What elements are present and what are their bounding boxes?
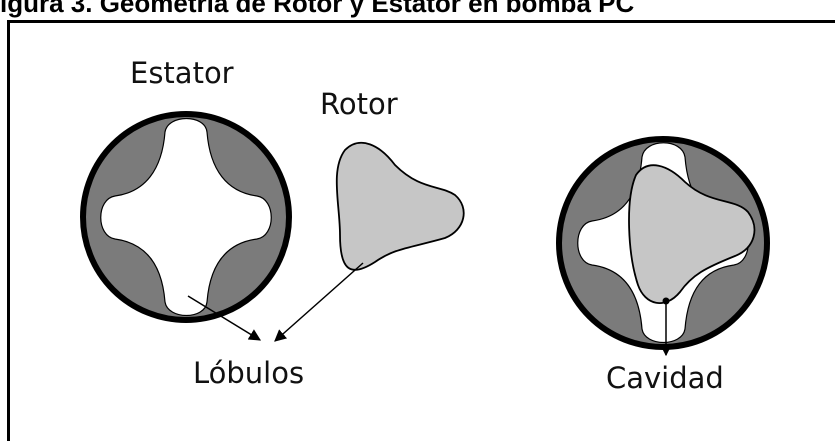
stator-left-cavity (100, 118, 272, 316)
rotor-inserted (628, 164, 756, 304)
rotor-standalone-body (335, 141, 465, 271)
stator-right (556, 136, 770, 350)
label-lobulos: Lóbulos (193, 356, 304, 390)
rotor-standalone (335, 141, 465, 271)
diagram-frame (7, 20, 835, 441)
label-rotor: Rotor (320, 87, 398, 121)
arrow-stator-lobe (187, 295, 262, 341)
figure-caption: igura 3. Geometría de Rotor y Estator en… (0, 0, 635, 18)
stator-left (80, 111, 292, 323)
label-cavidad: Cavidad (606, 361, 724, 395)
label-estator: Estator (130, 56, 234, 90)
arrow-rotor-lobe (274, 262, 364, 342)
